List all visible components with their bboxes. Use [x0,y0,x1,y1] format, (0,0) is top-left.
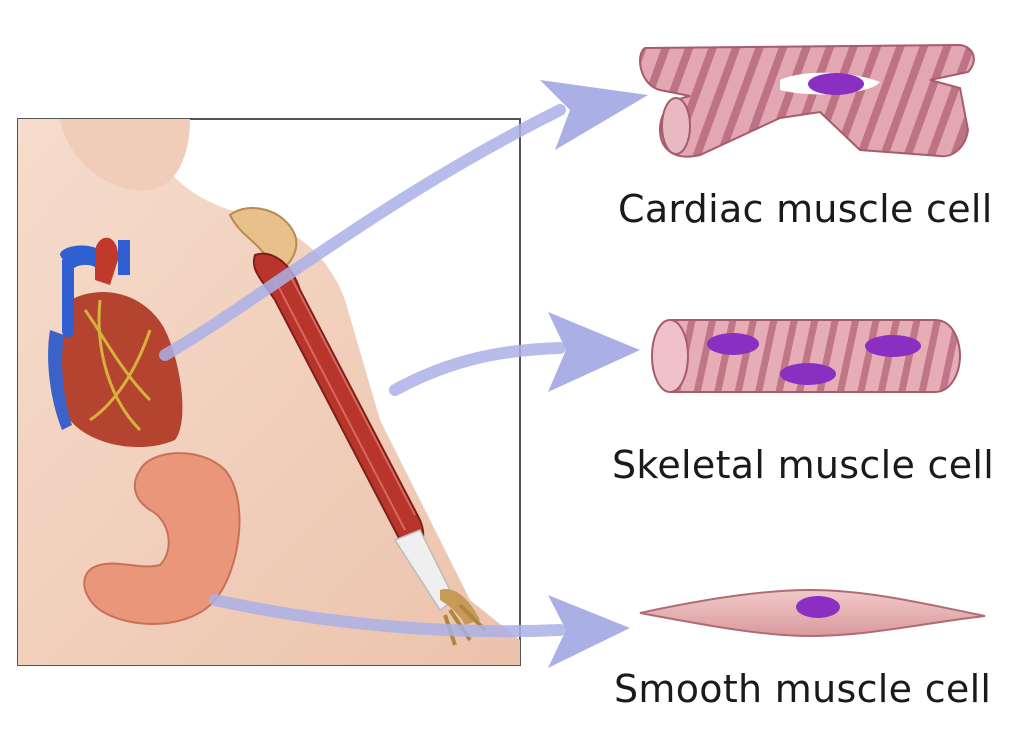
smooth-muscle-cell-icon [639,588,986,638]
skeletal-muscle-cell-icon [651,319,962,393]
heart-icon [48,237,183,448]
cardiac-muscle-cell-icon [639,43,975,158]
skeletal-muscle-cell-label: Skeletal muscle cell [612,443,995,487]
arrow-to-smooth [209,594,630,668]
arrow-to-cardiac [159,80,648,361]
stomach-icon [83,452,241,625]
smooth-muscle-cell-label: Smooth muscle cell [614,667,992,711]
body-illustration-frame [17,118,521,666]
biceps-muscle-icon [228,206,487,646]
cardiac-muscle-cell-label: Cardiac muscle cell [618,187,993,231]
arrow-to-skeletal [389,312,640,396]
